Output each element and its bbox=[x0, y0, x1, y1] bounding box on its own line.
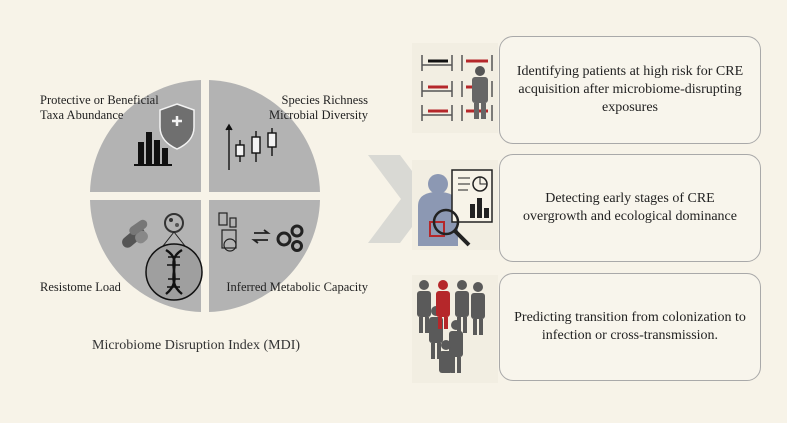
patient-report-magnifier-icon bbox=[418, 169, 493, 247]
boxplot-icon bbox=[225, 123, 277, 170]
mdi-caption: Microbiome Disruption Index (MDI) bbox=[92, 338, 301, 353]
application-text-detection: Detecting early stages of CRE overgrowth… bbox=[523, 191, 737, 224]
quadrant-label-metabolic: Inferred Metabolic Capacity bbox=[226, 280, 368, 294]
hospital-beds-doctor-icon bbox=[421, 55, 493, 121]
application-box-prediction: Predicting transition from colonization … bbox=[499, 273, 761, 381]
quadrant-top-right bbox=[209, 80, 320, 192]
metabolic-gears-icon bbox=[218, 212, 304, 252]
pills-dna-magnifier-icon bbox=[122, 213, 203, 301]
app-icon-panel-2 bbox=[412, 160, 498, 250]
application-text-risk: Identifying patients at high risk for CR… bbox=[516, 64, 744, 115]
crowd-transmission-icon bbox=[417, 280, 485, 373]
quadrant-label-protective: Protective or Beneficial Taxa Abundance bbox=[40, 93, 159, 122]
quadrant-label-richness: Species Richness Microbial Diversity bbox=[269, 93, 368, 122]
application-box-detection: Detecting early stages of CRE overgrowth… bbox=[499, 154, 761, 262]
app-icon-panel-1 bbox=[412, 43, 498, 133]
shield-bar-chart-icon bbox=[134, 103, 195, 166]
quadrant-bottom-right bbox=[209, 200, 320, 312]
application-text-prediction: Predicting transition from colonization … bbox=[514, 310, 746, 343]
app-icon-panel-3 bbox=[412, 275, 498, 383]
application-box-risk: Identifying patients at high risk for CR… bbox=[499, 36, 761, 144]
quadrant-label-resistome: Resistome Load bbox=[40, 280, 121, 294]
